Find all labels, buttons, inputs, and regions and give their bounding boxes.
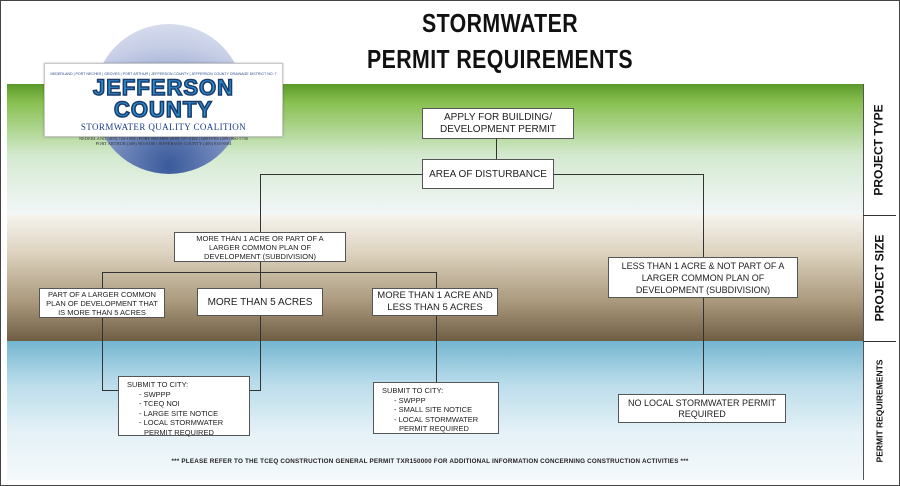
- connector-to-less1: [703, 174, 704, 257]
- requirement-item: - LARGE SITE NOTICE: [139, 408, 219, 418]
- more-than-1-acre-node: MORE THAN 1 ACRE OR PART OF A LARGER COM…: [174, 232, 346, 262]
- connector-less1-none: [703, 298, 704, 394]
- permit-requirements-label-cell: PERMIT REQUIREMENTS: [864, 341, 894, 480]
- connector-partlarger-req1: [102, 318, 103, 390]
- logo-member-list: NEDERLAND | PORT NECHES | GROVES | PORT …: [50, 72, 277, 76]
- requirement-item: PERMIT REQUIRED: [399, 424, 469, 433]
- connector-branch: [102, 272, 436, 273]
- page-title-line2: PERMIT REQUIREMENTS: [366, 44, 634, 74]
- apply-permit-node: APPLY FOR BUILDING/ DEVELOPMENT PERMIT: [422, 108, 574, 139]
- large-site-requirements-node: SUBMIT TO CITY: - SWPPP - TCEQ NOI - LAR…: [118, 376, 250, 437]
- connector-area-right: [554, 174, 703, 175]
- side-divider-1: [863, 215, 896, 216]
- between-1-and-5-acres-node: MORE THAN 1 ACRE AND LESS THAN 5 ACRES: [372, 288, 498, 316]
- connector-to-partlarger: [102, 272, 103, 288]
- logo-contacts-2: PORT ARTHUR (409) 983-8180 | JEFFERSON C…: [95, 141, 232, 146]
- connector-partlarger-req1-h: [102, 390, 118, 391]
- requirement-item: PERMIT REQUIRED: [144, 427, 214, 437]
- project-size-label-cell: PROJECT SIZE: [864, 215, 894, 341]
- connector-to-more5: [260, 272, 261, 288]
- footer-note: *** PLEASE REFER TO THE TCEQ CONSTRUCTIO…: [171, 458, 689, 465]
- connector-more5-req1-h: [250, 390, 261, 391]
- area-of-disturbance-node: AREA OF DISTURBANCE: [422, 159, 554, 189]
- no-local-permit-node: NO LOCAL STORMWATER PERMIT REQUIRED: [618, 394, 786, 423]
- project-size-label: PROJECT SIZE: [872, 234, 886, 322]
- connector-more1-down: [260, 262, 261, 272]
- logo-subtitle: STORMWATER QUALITY COALITION: [80, 122, 247, 132]
- requirement-item: - LOCAL STORMWATER: [394, 414, 479, 424]
- coalition-logo: NEDERLAND | PORT NECHES | GROVES | PORT …: [44, 63, 283, 146]
- connector-to-between: [436, 272, 437, 288]
- project-type-label: PROJECT TYPE: [872, 103, 887, 196]
- requirement-item: - LOCAL STORMWATER: [139, 418, 224, 427]
- requirement-item: - SWPPP: [139, 389, 171, 399]
- requirement-item: - SMALL SITE NOTICE: [394, 405, 473, 414]
- requirements-heading: SUBMIT TO CITY:: [382, 386, 444, 395]
- connector-area-left: [260, 174, 422, 175]
- page-title-line1: STORMWATER: [421, 8, 579, 38]
- connector-apply-area: [496, 139, 497, 159]
- small-site-requirements-node: SUBMIT TO CITY: - SWPPP - SMALL SITE NOT…: [373, 382, 499, 434]
- part-of-larger-plan-node: PART OF A LARGER COMMON PLAN OF DEVELOPM…: [39, 288, 165, 318]
- permit-requirements-label: PERMIT REQUIREMENTS: [874, 359, 885, 462]
- logo-name: JEFFERSON COUNTY: [92, 75, 235, 122]
- less-than-1-acre-node: LESS THAN 1 ACRE & NOT PART OF A LARGER …: [608, 257, 798, 298]
- connector-between-req2: [436, 316, 437, 382]
- logo-contacts-1: NEDERLAND (409) 723-1502 | PORT NECHES (…: [78, 136, 249, 141]
- more-than-5-acres-node: MORE THAN 5 ACRES: [197, 288, 323, 316]
- requirements-heading: SUBMIT TO CITY:: [127, 380, 189, 389]
- side-divider-2: [863, 341, 896, 342]
- requirement-item: - TCEQ NOI: [139, 399, 180, 408]
- connector-more5-req1: [260, 316, 261, 390]
- requirement-item: - SWPPP: [394, 395, 426, 405]
- project-type-label-cell: PROJECT TYPE: [864, 84, 894, 215]
- connector-to-more1: [260, 174, 261, 232]
- side-divider: [863, 84, 864, 480]
